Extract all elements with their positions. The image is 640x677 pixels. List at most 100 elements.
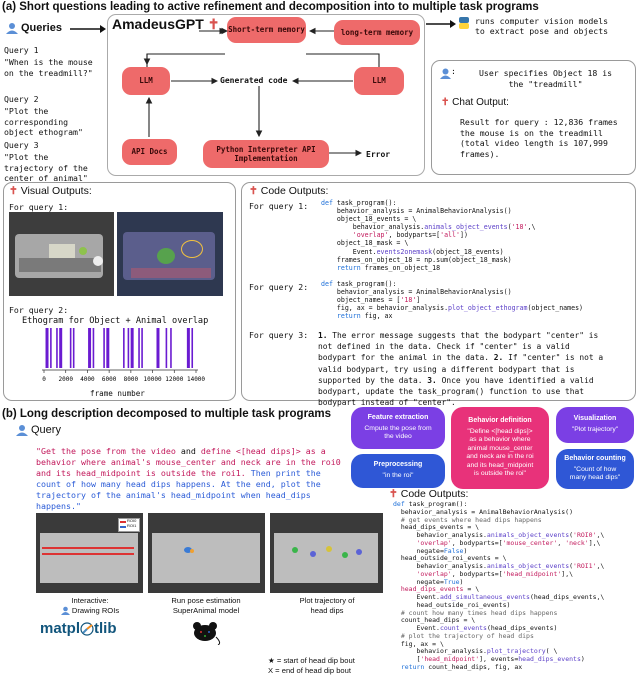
generated-code-label: Generated code [220,76,288,85]
ethogram-bar [88,328,92,368]
query-1-frame-right [117,212,223,296]
ethogram-tick-label: 4000 [80,376,95,383]
matplotlib-logo-start: matpl [40,620,81,637]
q3-line-2: bodypart for the animal in the data. [318,353,490,363]
q3-line-0: The error message suggests that the body… [332,331,599,340]
ethogram-tick-label: 0 [42,376,46,383]
llm-right-node: LLM [354,67,404,95]
trajectory-legend: ★ = start of head dip bout X = end of he… [268,656,388,676]
ethogram-bar [50,328,52,368]
ethogram-bar [141,328,143,368]
hand-icon: ✝ [389,488,398,500]
long-term-memory-node: long-term memory [334,20,420,45]
chat-user-text: User specifies Object 18 is the "treadmi… [479,68,613,89]
user-icon [60,606,70,616]
pill-preprocessing: Preprocessing "in the roi" [351,454,445,488]
code-outputs-box [241,182,636,401]
code-outputs-label: ✝ Code Outputs: [249,185,328,197]
pill-visualization: Visualization "Plot trajectory" [556,407,634,443]
ethogram-bar [59,328,63,368]
code-query-2-label: For query 2: [249,282,309,292]
long-description: "Get the pose from the video and define … [36,446,341,511]
q3-line-1: not defined in the data. Check if "cente… [318,342,570,352]
query-label: Query [31,424,61,436]
roi-drawing-image: ROI0 ROI1 [36,513,143,593]
ethogram-bar [103,328,105,368]
q3-line-5: supported by the data. [318,375,423,385]
ethogram-bar [123,328,125,368]
query-1-label: Query 1 [4,45,39,55]
pill-feature-extraction: Feature extraction Cmpute the pose from … [351,407,445,449]
pill-behavior-counting: Behavior counting "Count of how many hea… [556,449,634,489]
user-icon [16,425,28,436]
code-query-1-label: For query 1: [249,201,309,211]
pill-preproc-text: "in the roi" [382,472,414,480]
visual-query-1-label: For query 1: [9,202,69,212]
ethogram-tick-label: 14000 [187,376,205,383]
caption-drawing-rois: Drawing ROIs [71,605,120,615]
ethogram-bar [156,328,160,368]
pill-visual-text: "Plot trajectory" [571,426,619,434]
hand-icon: ✝ [9,185,18,197]
legend-star: ★ = start of head dip bout [268,656,355,665]
q3-line-8: bodypart instead of "center". [318,398,456,408]
pill-behavior-definition: Behavior definition "Define <[head dips]… [451,407,549,489]
queries-header: Queries [6,22,62,34]
hand-icon: ✝ [207,16,220,32]
python-interpreter-node: Python Interpreter API Implementation [203,140,329,168]
error-label: Error [366,150,391,159]
python-icon [459,17,469,29]
caption-trajectory: Plot trajectory of head dips [299,596,355,615]
mouse-icon [193,622,221,645]
amadeus-title-text: AmadeusGPT [112,16,204,32]
visual-query-2-label: For query 2: [9,305,69,315]
caption-pose: Run pose estimation SuperAnimal model [171,596,241,615]
code-query-2: def task_program(): behavior_analysis = … [321,280,584,321]
visual-outputs-text: Visual Outputs: [20,185,92,197]
ethogram-tick-label: 6000 [102,376,117,383]
ethogram-title: Ethogram for Object + Animal overlap [22,316,209,326]
ethogram-bar [106,328,110,368]
query-1-text: "When is the mouse on the treadmill?" [4,57,93,78]
ethogram-tick-label: 2000 [58,376,73,383]
ethogram-bar [127,328,130,368]
pill-preproc-title: Preprocessing [373,461,423,469]
caption-interactive: Interactive: Drawing ROIs [40,596,140,616]
query-2-text: "Plot the corresponding object ethogram" [4,106,83,138]
section-a-title: (a) Short questions leading to active re… [2,1,539,13]
trajectory-image [270,513,383,593]
flow-arrows [143,27,380,157]
chat-result-text: Result for query : 12,836 frames the mou… [460,117,618,159]
api-docs-node: API Docs [122,139,177,165]
pill-feature-text: Cmpute the pose from the video [364,424,432,441]
q3-line-4: valid bodypart, try using a different bo… [318,364,575,374]
ethogram-bar [170,328,172,368]
ethogram-tick-label: 10000 [144,376,162,383]
pill-counting-title: Behavior counting [564,455,626,463]
query-3-text: "Plot the trajectory of the center of an… [4,152,88,184]
ethogram-tick-label: 12000 [165,376,183,383]
legend-x: X = end of head dip bout [268,665,351,675]
q3-line-7: bodypart, update the task_program() func… [318,387,585,397]
queries-arrow [70,25,106,33]
ethogram-bar [72,328,75,368]
hand-icon: ✝ [441,97,450,108]
query-1-frame-left [9,212,114,296]
caption-interactive-text: Interactive: [71,596,109,605]
matplotlib-logo: matpl tlib [40,620,117,637]
roi1-legend: ROI1 [127,523,137,528]
code-query-3-text: 1. The error message suggests that the b… [318,330,603,408]
side-arrow [426,20,456,28]
chat-box [431,60,636,175]
pill-behavior-text: "Define <[head dips]> as a behavior wher… [466,427,534,478]
visual-outputs-box [3,182,236,401]
queries-label: Queries [21,22,62,34]
ethogram-bar [45,328,49,368]
chat-output-label: ✝ Chat Output: [441,97,509,108]
llm-left-node: LLM [122,67,170,95]
matplotlib-circle-icon [80,621,94,636]
short-term-memory-node: Short-term memory [227,17,306,43]
visual-outputs-label: ✝ Visual Outputs: [9,185,92,197]
pill-counting-text: "Count of how many head dips" [569,465,621,482]
